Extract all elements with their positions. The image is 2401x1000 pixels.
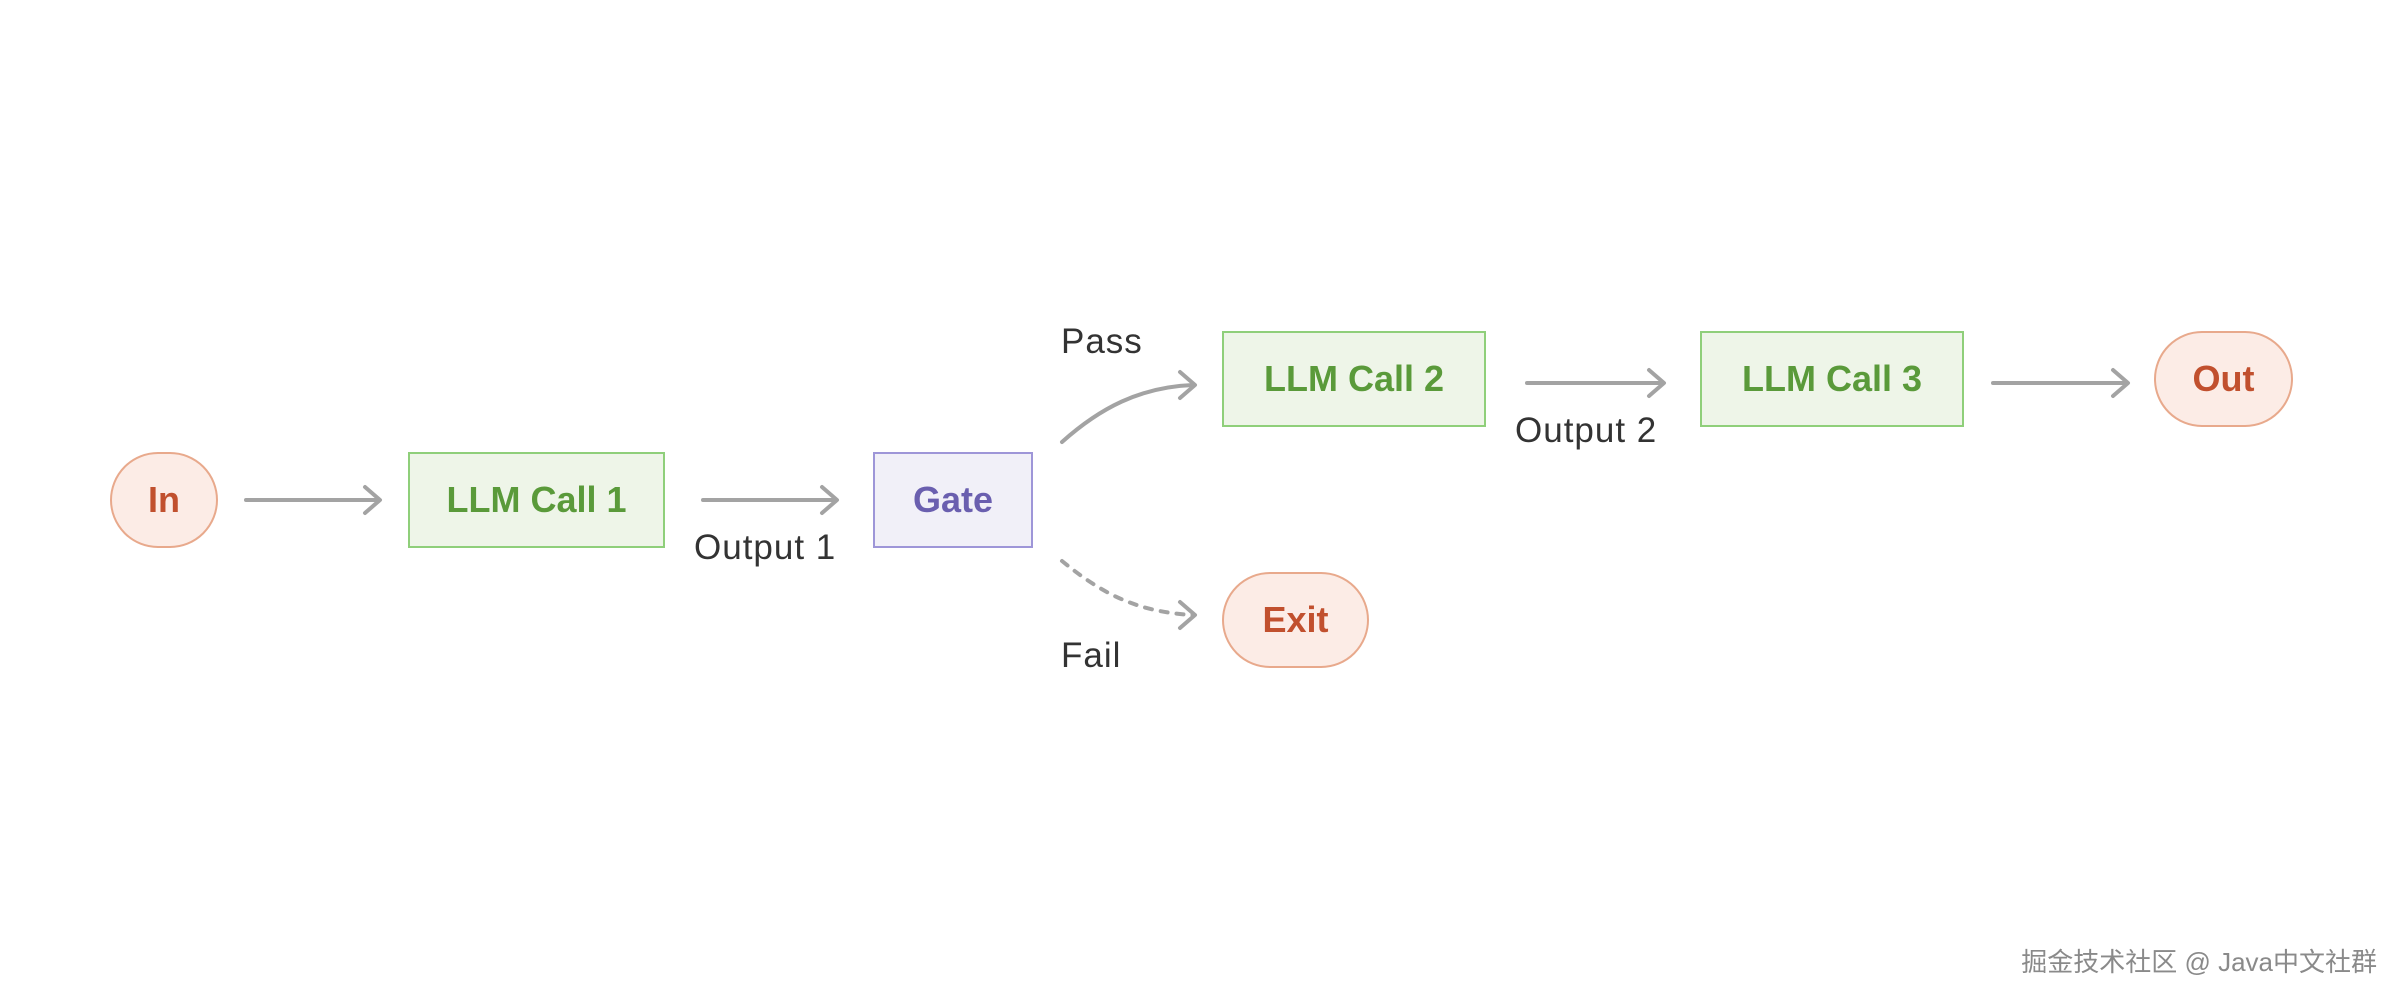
node-exit: Exit — [1222, 572, 1369, 668]
node-out: Out — [2154, 331, 2293, 427]
node-llm-call-3: LLM Call 3 — [1700, 331, 1964, 427]
edge-label-output-1: Output 1 — [694, 528, 837, 567]
node-llm-call-2: LLM Call 2 — [1222, 331, 1486, 427]
edge-label-fail: Fail — [1061, 636, 1122, 675]
edge-label-pass: Pass — [1061, 322, 1143, 361]
watermark-text: 掘金技术社区 @ Java中文社群 — [2021, 947, 2377, 977]
arrow-in-to-llm-call-1 — [244, 485, 382, 515]
arrow-gate-fail — [1060, 559, 1197, 630]
arrow-llm-call-1-to-gate — [701, 485, 839, 515]
arrow-llm-call-2-to-llm-call-3 — [1525, 368, 1666, 398]
node-in: In — [110, 452, 218, 548]
arrow-llm-call-3-to-out — [1991, 368, 2130, 398]
edge-label-output-2: Output 2 — [1515, 411, 1658, 450]
node-gate: Gate — [873, 452, 1033, 548]
arrow-gate-pass — [1060, 370, 1197, 444]
node-llm-call-1: LLM Call 1 — [408, 452, 665, 548]
